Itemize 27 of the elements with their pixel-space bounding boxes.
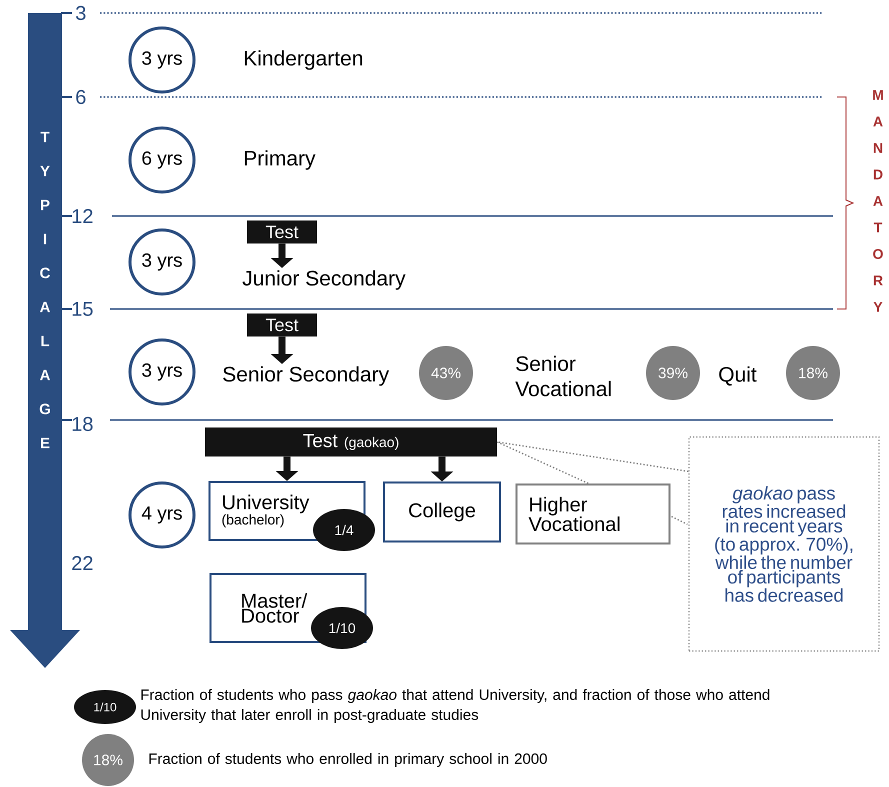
school-box: College [383, 482, 501, 542]
legend-text: Fraction of students who pass gaokao that attend University, and fraction of those who attend University that later enroll in post-graduate studies [141, 689, 770, 723]
stage-text: Primary [244, 150, 316, 170]
legend-badge: 1/10 [74, 690, 136, 724]
gaokao-test-box: Test (gaokao) [205, 428, 497, 456]
stage-text: Senior Vocational [515, 356, 611, 396]
age-number: 6 [76, 90, 86, 104]
test-box: Test [247, 314, 317, 336]
legend-text: Fraction of students who enrolled in primary school in 2000 [149, 753, 547, 767]
fraction-badge: 1/10 [311, 607, 373, 649]
stage-text: Junior Secondary [242, 270, 406, 290]
stage-text: Quit [719, 366, 757, 386]
school-box: Higher Vocational [516, 484, 670, 544]
fraction-badge: 1/4 [313, 509, 375, 551]
age-number: 18 [72, 416, 93, 432]
leader-line [497, 441, 688, 472]
stage-text: Senior Secondary [223, 366, 390, 386]
age-number: 12 [72, 209, 92, 223]
bracket-title: M A N D A T O R Y [873, 90, 883, 312]
test-box: Test [247, 220, 317, 244]
stage-text: Kindergarten [244, 50, 362, 70]
axis-title: T Y P I C A L A G E [40, 132, 50, 448]
note-box: gaokao pass rates increased in recent years (to approx. 70%), while the number of participants has decreased [688, 436, 880, 652]
legend-badge: 18% [82, 734, 134, 786]
age-number: 22 [72, 556, 92, 570]
age-number: 3 [76, 6, 86, 20]
age-number: 15 [72, 302, 93, 316]
